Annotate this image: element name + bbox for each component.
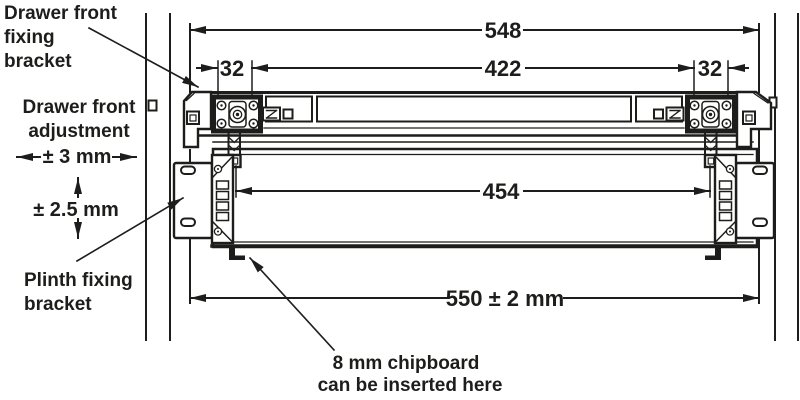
dimension-454-value: 454 <box>483 179 520 204</box>
label-drawer-front-adjustment: Drawer front adjustment <box>23 97 137 142</box>
dimension-548: 548 <box>189 18 760 43</box>
label-plinth-fixing-bracket: Plinth fixing bracket <box>24 270 133 315</box>
dimension-454: 454 <box>235 179 711 204</box>
adjustment-wheel-right <box>701 105 720 124</box>
dimension-32-right-value: 32 <box>698 56 722 81</box>
cabinet-left-panel <box>145 13 171 341</box>
label-line: bracket <box>24 294 92 315</box>
rail-end-cap-right <box>735 90 773 149</box>
label-line: 8 mm chipboard <box>333 353 480 374</box>
leader-chipboard <box>248 256 336 352</box>
panel-tab-left <box>147 99 158 112</box>
leader-plinth-bracket <box>75 196 185 263</box>
clip-symbol-left <box>262 106 294 122</box>
slot-bottom-left <box>180 217 196 227</box>
dimension-548-value: 548 <box>485 18 522 43</box>
drawer-front-rail <box>182 90 773 169</box>
plinth-fixing-bracket-left <box>172 153 235 245</box>
label-line: bracket <box>4 51 72 72</box>
label-line: Plinth fixing <box>24 270 133 291</box>
slot-bottom-right <box>752 217 768 227</box>
label-line: Drawer front <box>4 3 118 24</box>
dimension-32-left-value: 32 <box>220 56 244 81</box>
adjustment-arrows <box>16 153 137 239</box>
label-line: can be inserted here <box>318 375 503 396</box>
label-chipboard-note: 8 mm chipboard can be inserted here <box>318 353 503 396</box>
bracket-screws-left <box>216 100 259 129</box>
label-horizontal-tolerance: ± 3 mm <box>43 146 112 168</box>
dimension-422-value: 422 <box>485 56 522 81</box>
label-line: adjustment <box>28 121 130 142</box>
dimension-32-left: 32 <box>196 56 244 81</box>
drawer-body <box>210 147 760 260</box>
drawer-front-fixing-bracket-right <box>685 94 737 134</box>
plinth-fixing-bracket-right <box>713 153 776 245</box>
dimension-32-right: 32 <box>698 56 749 81</box>
dimension-550-value: 550 ± 2 mm <box>446 286 564 311</box>
slot-top-right <box>752 165 768 175</box>
dimension-422: 422 <box>251 56 695 81</box>
chipboard-clip-right <box>705 247 721 260</box>
bracket-screws-right <box>689 100 732 129</box>
rail-end-cap-left <box>182 90 213 149</box>
leader-lines <box>75 26 336 352</box>
dimension-550: 550 ± 2 mm <box>189 286 760 311</box>
label-line: Drawer front <box>23 97 137 118</box>
chipboard-clip-left <box>229 247 245 260</box>
adjustment-wheel-left <box>228 105 247 124</box>
rail-segment-center <box>316 95 632 123</box>
slot-top-left <box>180 165 196 175</box>
drawer-front-fixing-bracket-left <box>211 94 263 134</box>
leader-drawer-front-bracket <box>87 26 200 89</box>
label-vertical-tolerance: ± 2.5 mm <box>33 199 118 221</box>
clip-symbol-right <box>653 106 685 122</box>
label-drawer-front-fixing-bracket: Drawer front fixing bracket <box>4 3 118 72</box>
label-line: fixing <box>4 27 55 48</box>
